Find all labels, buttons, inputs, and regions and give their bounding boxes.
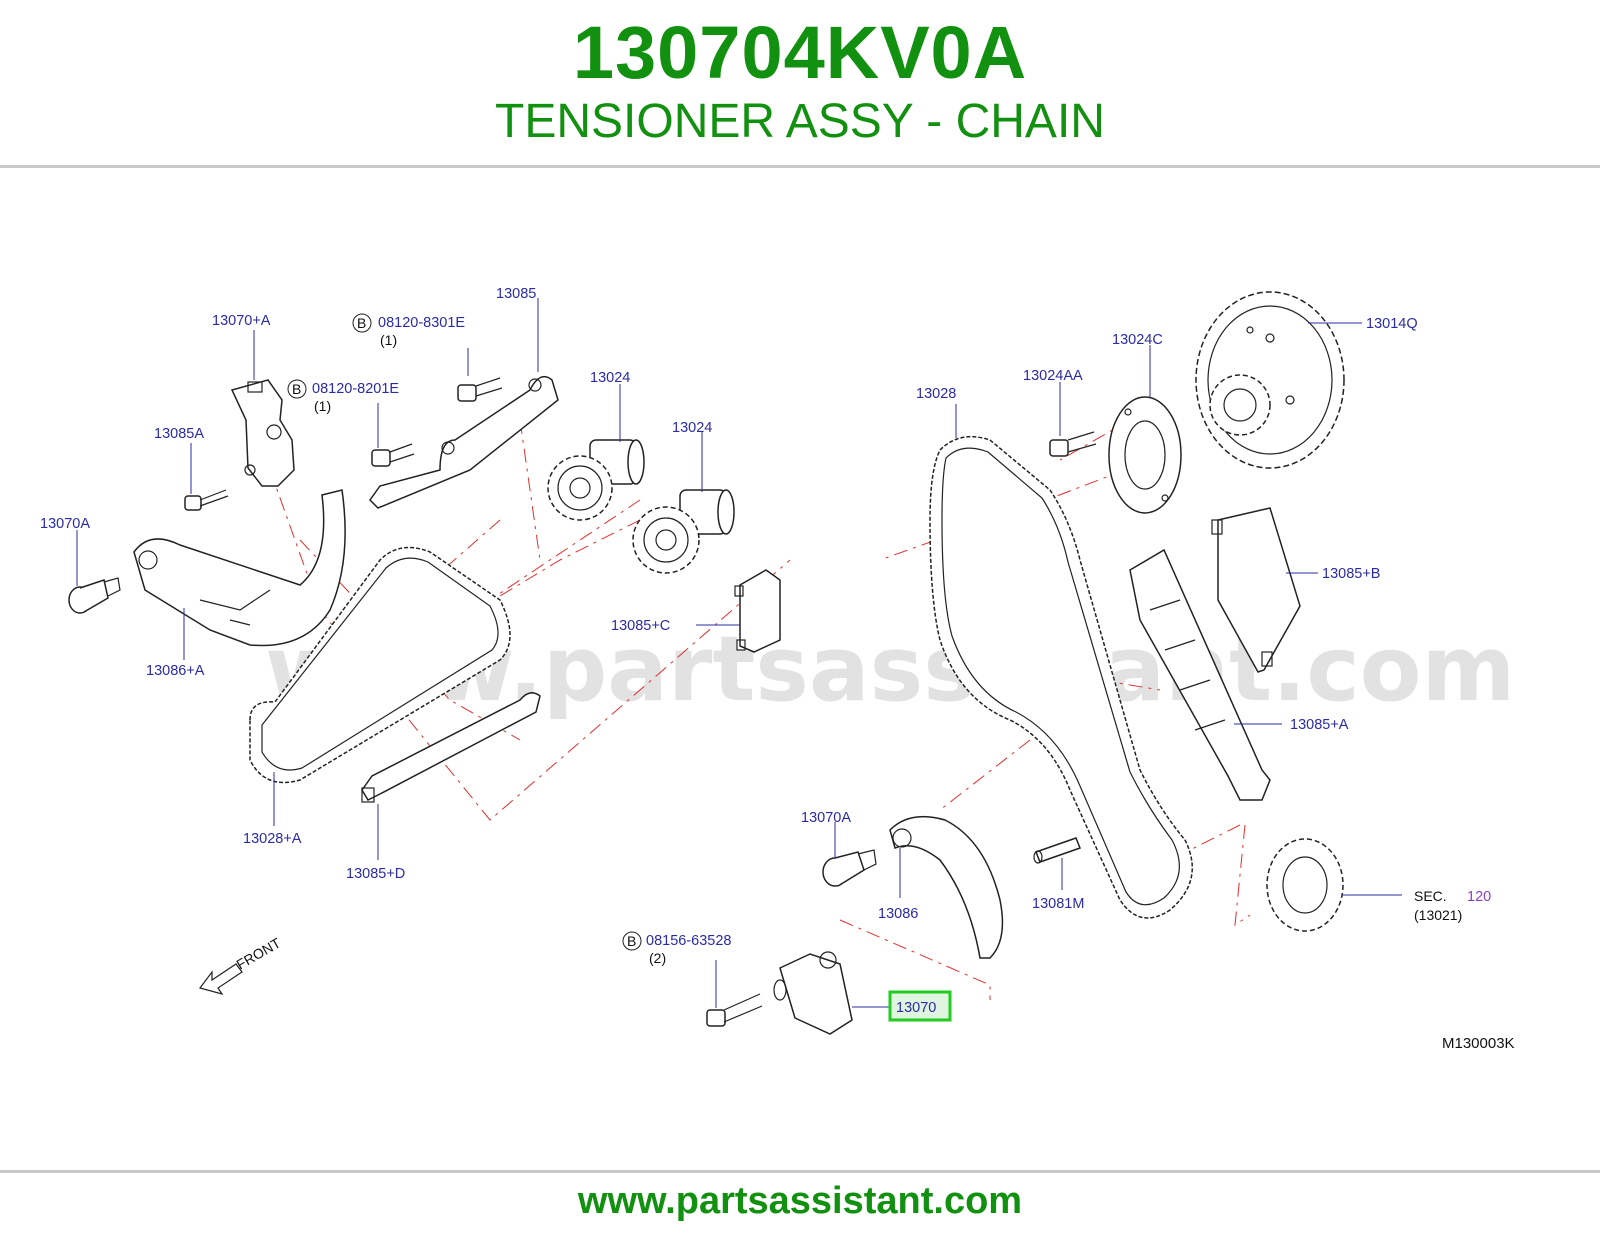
callout-13070-highlighted[interactable]: 13070: [896, 1000, 936, 1016]
camshaft-sprocket-13024-a: [547, 439, 645, 521]
bolt-marker-b-icon: [287, 379, 307, 399]
guide-13085-plus-a: [1129, 548, 1271, 801]
bolt-08120-8201e: [371, 443, 415, 467]
figure-code: M130003K: [1442, 1035, 1515, 1052]
callout-13081m[interactable]: 13081M: [1032, 896, 1084, 912]
callout-08156-63528[interactable]: 08156-63528: [646, 933, 731, 949]
footer-url-link[interactable]: www.partsassistant.com: [577, 1180, 1023, 1222]
callout-08120-8301e[interactable]: 08120-8301E: [378, 315, 465, 331]
chain-13028-plus-a: [249, 546, 511, 784]
pin-13070a-left: [68, 577, 121, 614]
callout-13070-plus-a[interactable]: 13070+A: [212, 313, 271, 329]
crank-sprocket-sec-120: [1266, 838, 1344, 932]
highlight-box: [888, 990, 952, 1022]
callout-13070a-mid[interactable]: 13070A: [801, 810, 851, 826]
callout-08120-8201e[interactable]: 08120-8201E: [312, 381, 399, 397]
callout-13086-plus-a[interactable]: 13086+A: [146, 663, 205, 679]
guide-13085-plus-b: [1211, 507, 1301, 673]
part-description-title: TENSIONER ASSY - CHAIN: [495, 95, 1105, 148]
part-number-title: 130704KV0A: [572, 11, 1028, 94]
callout-13085-plus-d[interactable]: 13085+D: [346, 866, 405, 882]
callout-08120-8301e-qty: (1): [380, 332, 397, 348]
callout-13085[interactable]: 13085: [496, 286, 536, 302]
guide-13085: [369, 375, 559, 509]
bolt-marker-label: B: [627, 933, 636, 949]
bolt-marker-b-icon: [352, 313, 372, 333]
chain-13028: [929, 435, 1193, 919]
guide-13085-plus-c: [734, 569, 781, 653]
bolt-marker-b-icon: [622, 931, 642, 951]
pin-13070a-mid: [822, 849, 877, 887]
callout-13070a-left[interactable]: 13070A: [40, 516, 90, 532]
callout-13085-plus-b[interactable]: 13085+B: [1322, 566, 1380, 582]
bolt-13024aa: [1049, 431, 1097, 457]
tensioner-13070: [773, 951, 853, 1035]
sprocket-13014q: [1195, 291, 1345, 469]
tensioner-13070-plus-a: [230, 379, 295, 487]
callout-13024-a[interactable]: 13024: [590, 370, 630, 386]
dowel-13081m: [1033, 837, 1081, 864]
bolt-08120-8301e: [457, 377, 503, 402]
sec-label: SEC.: [1414, 888, 1447, 904]
callout-13024-b[interactable]: 13024: [672, 420, 712, 436]
footer-divider: [0, 1170, 1600, 1173]
guide-13085-plus-d: [361, 692, 541, 803]
callout-08120-8201e-qty: (1): [314, 398, 331, 414]
page-header: 130704KV0A TENSIONER ASSY - CHAIN: [0, 0, 1600, 168]
sec-number-link[interactable]: 120: [1467, 889, 1491, 905]
callout-13086[interactable]: 13086: [878, 906, 918, 922]
callout-08156-63528-qty: (2): [649, 950, 666, 966]
callout-13024c[interactable]: 13024C: [1112, 332, 1163, 348]
shoe-13086: [889, 815, 1004, 959]
header-divider: [0, 165, 1600, 168]
front-label: FRONT: [234, 934, 284, 972]
bolt-08156-63528: [706, 993, 763, 1027]
callout-13028-plus-a[interactable]: 13028+A: [243, 831, 302, 847]
front-arrow-icon: [198, 963, 243, 996]
callout-13085a[interactable]: 13085A: [154, 426, 204, 442]
guide-13086-plus-a: [133, 489, 346, 647]
leader-lines: [76, 298, 1402, 1008]
camshaft-sprocket-13024-b: [632, 489, 735, 574]
bolt-marker-label: B: [292, 381, 301, 397]
callout-13085-plus-a[interactable]: 13085+A: [1290, 717, 1349, 733]
callout-13014q[interactable]: 13014Q: [1366, 316, 1418, 332]
bolt-marker-label: B: [357, 315, 366, 331]
bolt-13085a: [184, 489, 229, 511]
sec-ref: (13021): [1414, 907, 1462, 923]
plate-13024c: [1108, 396, 1182, 514]
callout-13024aa[interactable]: 13024AA: [1023, 368, 1083, 384]
callout-13085-plus-c[interactable]: 13085+C: [611, 618, 670, 634]
callout-13028[interactable]: 13028: [916, 386, 956, 402]
